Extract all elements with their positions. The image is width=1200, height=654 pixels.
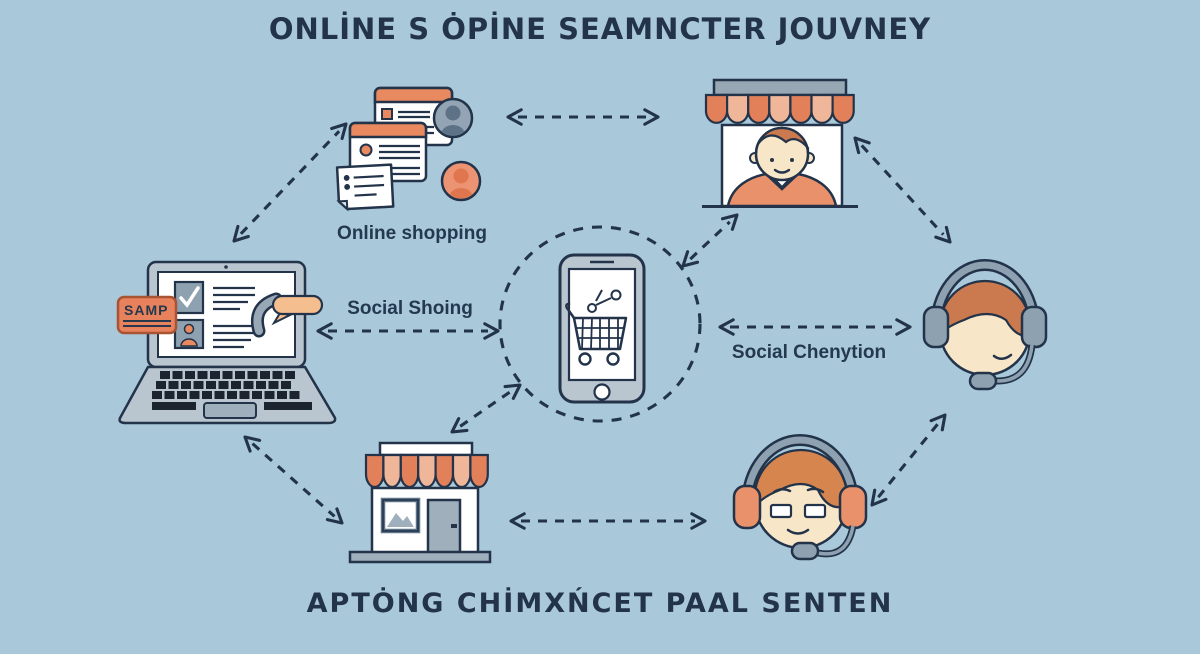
arrow-laptop-store xyxy=(243,435,344,525)
arrow-phone-agent xyxy=(718,318,912,336)
glasses-right xyxy=(803,503,827,519)
mic-boom xyxy=(995,344,1036,385)
keyboard xyxy=(152,371,300,399)
arrow-laptop-phone xyxy=(316,322,500,340)
support-agent-headset-icon xyxy=(918,250,1052,402)
shopping-cart-icon xyxy=(565,302,628,366)
headphone-band xyxy=(741,434,859,505)
user-avatar-orange-icon xyxy=(440,160,482,202)
phone-handset-icon xyxy=(250,292,283,338)
user-avatar-gray-icon xyxy=(432,97,474,139)
laptop-tag-text: SAMP xyxy=(124,302,168,318)
online-shopping-group xyxy=(330,84,492,214)
arrow-storefront-agent xyxy=(853,136,952,244)
home-button xyxy=(593,383,611,401)
headset-band xyxy=(930,259,1040,328)
arrow-phone-storefront xyxy=(681,213,739,268)
storefront-seller-icon xyxy=(698,76,866,212)
speech-bubble-icon xyxy=(271,294,324,326)
glasses-left xyxy=(769,503,793,519)
store-awning xyxy=(364,453,489,489)
diagram-title: ONLİNE S ȮPİNE SEAMNCTER JOUVNEY xyxy=(268,12,932,46)
ear-cup-right xyxy=(838,484,868,530)
eyebrow-left xyxy=(772,488,792,494)
samp-tag: SAMP xyxy=(116,295,178,335)
smartphone-cart-icon xyxy=(552,252,652,407)
stall-top-bar xyxy=(712,78,848,97)
arrow-onlineshopping-storefront xyxy=(506,108,660,126)
laptop-icon: SAMP xyxy=(108,252,340,428)
microphone-icon xyxy=(968,371,998,391)
store-base xyxy=(348,550,492,564)
smile xyxy=(786,528,810,535)
share-icon xyxy=(587,289,622,313)
check-icon xyxy=(179,286,200,308)
arrow-store-customer xyxy=(509,512,707,530)
microphone-icon xyxy=(790,541,820,561)
customer-headphones-icon xyxy=(726,426,874,568)
door-handle xyxy=(451,524,457,528)
store-window xyxy=(380,497,421,534)
ear-cup-right xyxy=(1020,305,1048,349)
arrow-store-phone xyxy=(450,383,522,434)
diagram-caption: APTȮNG CHİMXŃCET PAAL SENTEN xyxy=(306,588,894,619)
social-shoing-label: Social Shoing xyxy=(347,298,473,319)
arrow-customer-agent xyxy=(870,413,947,507)
awning xyxy=(704,93,855,124)
mic-boom xyxy=(817,525,857,558)
social-chenytion-label: Social Chenytion xyxy=(731,342,887,363)
online-shopping-label: Online shopping xyxy=(337,223,487,244)
text-lines xyxy=(213,286,258,349)
retail-store-icon xyxy=(346,438,494,564)
ear-cup-left xyxy=(922,305,950,349)
ear-cup-left xyxy=(732,484,762,530)
document-note-icon xyxy=(335,163,395,212)
trackpad xyxy=(203,402,257,419)
store-door xyxy=(426,498,462,555)
eyebrow-right xyxy=(806,487,825,494)
smile xyxy=(992,353,1013,360)
seller-person xyxy=(726,126,838,206)
